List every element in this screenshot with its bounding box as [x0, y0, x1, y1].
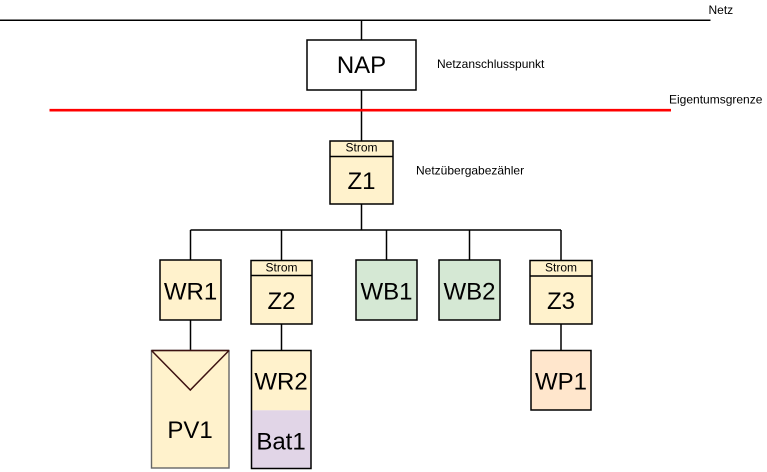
- svg-text:Eigentumsgrenze: Eigentumsgrenze: [669, 93, 763, 107]
- svg-text:WR2: WR2: [254, 369, 307, 396]
- svg-text:WB1: WB1: [360, 279, 412, 306]
- svg-text:WP1: WP1: [535, 369, 587, 396]
- svg-text:Netzanschlusspunkt: Netzanschlusspunkt: [437, 57, 545, 71]
- svg-text:Bat1: Bat1: [256, 429, 305, 456]
- svg-text:Strom: Strom: [265, 261, 297, 275]
- svg-text:WR1: WR1: [164, 279, 217, 306]
- svg-text:Strom: Strom: [545, 261, 577, 275]
- svg-text:Z1: Z1: [347, 168, 375, 195]
- svg-text:Z2: Z2: [267, 288, 295, 315]
- svg-text:Z3: Z3: [547, 288, 575, 315]
- svg-text:Netzübergabezähler: Netzübergabezähler: [416, 164, 524, 178]
- svg-text:NAP: NAP: [337, 52, 386, 79]
- svg-text:Strom: Strom: [345, 141, 377, 155]
- svg-text:WB2: WB2: [443, 279, 495, 306]
- svg-text:PV1: PV1: [167, 417, 212, 444]
- svg-text:Netz: Netz: [709, 3, 734, 17]
